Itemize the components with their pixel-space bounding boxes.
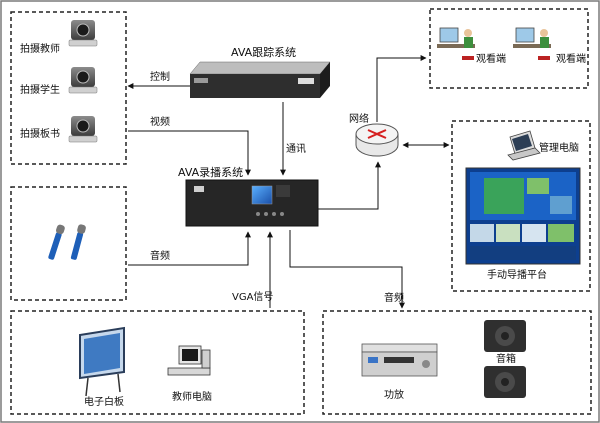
amplifier-label: 功放 <box>384 388 404 401</box>
recorder-router-connection <box>318 161 381 210</box>
video-connection <box>128 130 251 176</box>
comm-connection-label: 通讯 <box>286 143 306 155</box>
ptz-camera-icon <box>68 67 98 94</box>
router-icon <box>355 123 399 157</box>
recording-system-label: AVA录播系统 <box>178 165 243 179</box>
audio-out-connection <box>289 230 405 309</box>
microphone-icon <box>70 224 86 260</box>
camera-label-board: 拍摄板书 <box>20 127 60 140</box>
tracking-system-device <box>189 61 331 98</box>
desktop-computer-icon <box>167 345 211 376</box>
router-label: 网络 <box>349 112 369 125</box>
viewers-group-box <box>429 8 589 89</box>
speaker-icon <box>484 366 526 398</box>
cameras-group-box <box>10 11 127 165</box>
teacher-pc-label: 教师电脑 <box>172 390 212 403</box>
speaker-label: 音箱 <box>496 352 516 365</box>
audio-out-connection-label: 音频 <box>384 291 404 304</box>
tracking-system-label: AVA跟踪系统 <box>231 45 296 59</box>
camera-label-students: 拍摄学生 <box>20 83 60 96</box>
director-platform-label: 手动导播平台 <box>487 268 547 281</box>
microphone-group-box <box>10 186 127 301</box>
whiteboard-label: 电子白板 <box>84 395 124 408</box>
speaker-icon <box>484 320 526 352</box>
audio-in-connection-label: 音频 <box>150 249 170 262</box>
amplifier-icon <box>361 343 438 377</box>
camera-label-teacher: 拍摄教师 <box>20 42 60 55</box>
router-viewers-connection <box>376 55 427 122</box>
workstation-user-icon <box>437 27 475 60</box>
workstation-user-icon <box>513 27 551 60</box>
management-pc-label: 管理电脑 <box>539 141 579 154</box>
ptz-camera-icon <box>68 116 98 143</box>
laptop-icon <box>507 130 541 161</box>
viewer-label-left: 观看端 <box>476 52 506 65</box>
microphone-icon <box>48 224 65 260</box>
recording-system-device <box>185 179 319 227</box>
audio-output-group-box <box>322 310 592 415</box>
classroom-group-box <box>10 310 305 415</box>
audio-in-connection <box>128 231 251 266</box>
vga-connection-label: VGA信号 <box>232 291 273 303</box>
ptz-camera-icon <box>68 20 98 47</box>
control-connection-label: 控制 <box>150 70 170 83</box>
interactive-whiteboard-icon <box>79 326 125 397</box>
director-platform-screen <box>465 167 581 265</box>
viewer-label-right: 观看端 <box>556 52 586 65</box>
video-connection-label: 视频 <box>150 115 170 128</box>
